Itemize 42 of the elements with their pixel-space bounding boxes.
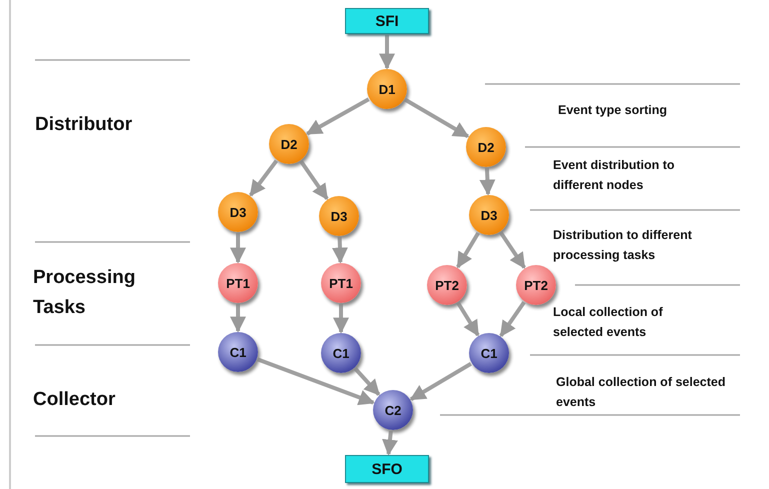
arrow <box>306 98 370 136</box>
stage-label: Processing Tasks <box>33 266 136 320</box>
stage-description: Global collection of selected events <box>556 374 726 411</box>
node-circle: D3 <box>218 192 258 232</box>
arrow <box>333 304 349 334</box>
node-circle: PT1 <box>321 263 361 303</box>
arrow <box>404 98 470 138</box>
process-box: SFO <box>345 455 429 483</box>
node-circle: D2 <box>269 124 309 164</box>
arrow <box>499 231 526 269</box>
arrow <box>382 430 398 456</box>
stage-label: Collector <box>33 388 116 412</box>
node-circle: PT1 <box>218 263 258 303</box>
node-circle: PT2 <box>516 265 556 305</box>
node-circle: D3 <box>319 196 359 236</box>
node-circle: C2 <box>373 390 413 430</box>
node-circle: C1 <box>218 332 258 372</box>
arrow <box>256 357 375 406</box>
stage-description: Event type sorting <box>558 102 668 119</box>
arrow <box>456 302 480 336</box>
arrow <box>379 35 395 70</box>
arrow <box>354 367 380 396</box>
stage-label: Distributor <box>35 113 134 137</box>
arrow <box>410 362 472 401</box>
arrow <box>230 304 246 333</box>
stage-description: Local collection of selected events <box>553 304 664 341</box>
arrow <box>456 232 480 268</box>
node-circle: C1 <box>321 333 361 373</box>
arrow <box>499 301 526 338</box>
node-circle: D3 <box>469 195 509 235</box>
arrow <box>299 160 329 200</box>
stage-description: Distribution to different processing tasks <box>553 227 693 264</box>
node-circle: D2 <box>466 127 506 167</box>
node-circle: PT2 <box>427 265 467 305</box>
arrow <box>479 168 496 196</box>
node-circle: C1 <box>469 333 509 373</box>
node-circle: D1 <box>367 69 407 109</box>
arrow <box>249 160 278 196</box>
arrow <box>332 236 348 264</box>
stage-description: Event distribution to different nodes <box>553 157 676 194</box>
arrow <box>230 233 246 264</box>
process-box: SFI <box>345 8 429 34</box>
